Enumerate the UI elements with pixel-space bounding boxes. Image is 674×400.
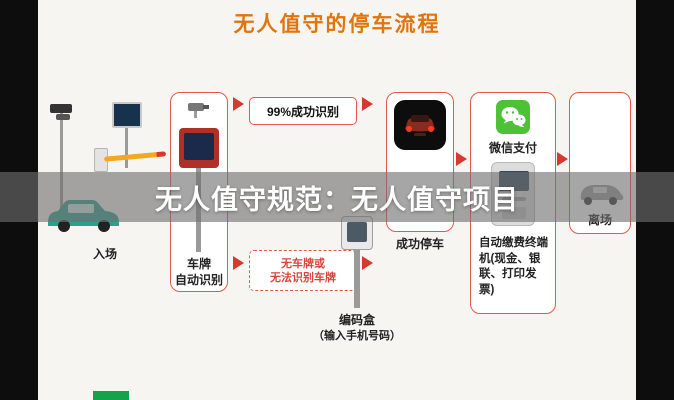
plate-label: 车牌 自动识别 [170, 256, 228, 288]
arrow-right-icon [362, 256, 373, 270]
arrow-right-icon [362, 97, 373, 111]
no-plate-line2: 无法识别车牌 [270, 271, 336, 284]
entry-camera2-icon [56, 114, 70, 120]
arrow-right-icon [456, 152, 467, 166]
plate-label-line1: 车牌 [186, 257, 211, 271]
wechat-icon [496, 100, 530, 139]
entry-display-pole [125, 128, 128, 168]
entry-display-icon [112, 102, 142, 128]
arrow-right-icon [233, 256, 244, 270]
coding-box-sublabel: （输入手机号码） [313, 330, 401, 342]
cctv-camera-icon [186, 100, 212, 125]
plate-label-line2: 自动识别 [174, 273, 223, 287]
parked-label: 成功停车 [395, 237, 444, 251]
page-title: 无人值守的停车流程 [233, 13, 441, 36]
no-plate-line1: 无车牌或 [281, 257, 325, 270]
entry-label: 入场 [92, 247, 117, 261]
no-plate-box: 无车牌或 无法识别车牌 [249, 250, 357, 291]
led-display-icon [179, 128, 219, 168]
progress-indicator [93, 391, 129, 400]
wechat-label: 微信支付 [488, 141, 537, 155]
overlay-text: 无人值守规范：无人值守项目 [155, 184, 519, 215]
entry-camera-icon [50, 104, 72, 113]
success-rate-label: 99%成功识别 [266, 104, 340, 119]
entry-camera-pole [60, 112, 63, 212]
terminal-label: 自动缴费终端机(现金、银联、打印发票) [479, 237, 548, 296]
arrow-right-icon [557, 152, 568, 166]
coding-box-pole [354, 250, 360, 308]
car-rear-icon [394, 100, 446, 155]
arrow-right-icon [233, 97, 244, 111]
success-rate-box: 99%成功识别 [249, 97, 357, 125]
coding-box-label: 编码盒 [338, 313, 375, 327]
overlay-banner: 无人值守规范：无人值守项目 [0, 172, 674, 222]
